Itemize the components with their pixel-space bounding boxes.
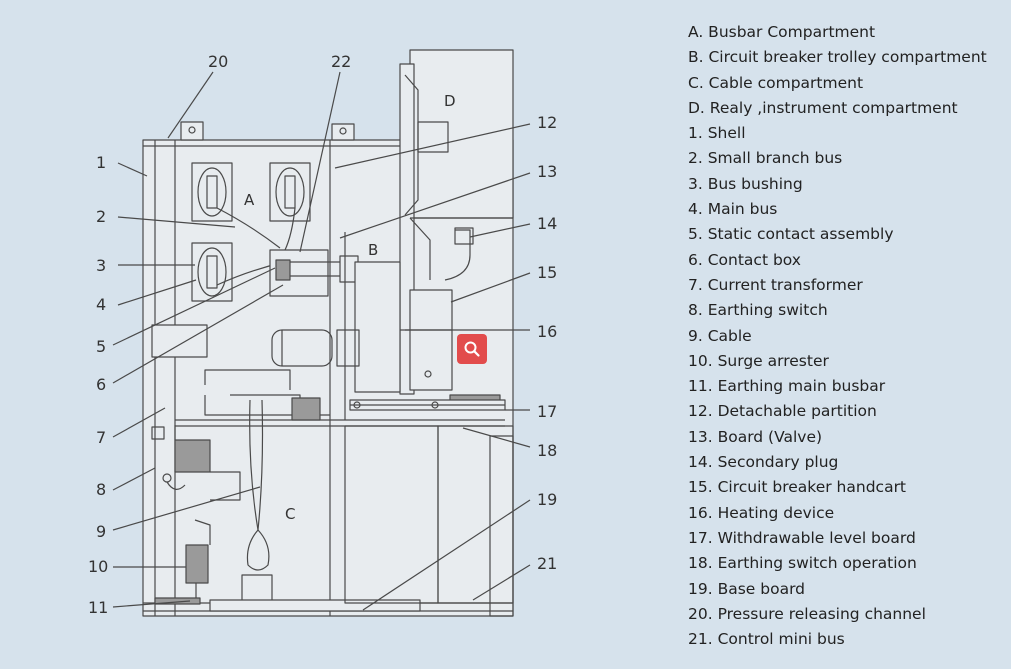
callout-number: 2 bbox=[96, 207, 106, 226]
legend-item: 15. Circuit breaker handcart bbox=[688, 478, 907, 497]
callout-number: 18 bbox=[537, 441, 557, 460]
switchgear-diagram: 20 22 12 13 14 15 16 17 18 19 21 1 2 3 4… bbox=[88, 0, 557, 617]
callout-number: 13 bbox=[537, 162, 557, 181]
compartment-letters: A B C D bbox=[244, 92, 456, 523]
magnifier-icon bbox=[464, 341, 480, 357]
legend-item: C. Cable compartment bbox=[688, 73, 864, 92]
callout-number: 12 bbox=[537, 113, 557, 132]
legend-item: 7. Current transformer bbox=[688, 275, 863, 294]
compartment-letter-c: C bbox=[285, 505, 295, 523]
earthing-switch bbox=[152, 425, 240, 500]
callout-number: 1 bbox=[96, 153, 106, 172]
zoom-button[interactable] bbox=[457, 334, 487, 364]
callout-number: 20 bbox=[208, 52, 228, 71]
callout-number: 9 bbox=[96, 522, 106, 541]
legend-item: 3. Bus bushing bbox=[688, 174, 803, 193]
callout-number: 16 bbox=[537, 322, 557, 341]
legend-item: 11. Earthing main busbar bbox=[688, 377, 886, 396]
contact-box bbox=[270, 250, 358, 296]
legend-item: 1. Shell bbox=[688, 124, 746, 143]
leader-lines bbox=[113, 72, 530, 610]
callout-number: 22 bbox=[331, 52, 351, 71]
legend-item: 12. Detachable partition bbox=[688, 402, 877, 421]
legend-item: 17. Withdrawable level board bbox=[688, 528, 916, 547]
callout-number: 19 bbox=[537, 490, 557, 509]
legend-item: 2. Small branch bus bbox=[688, 149, 843, 168]
bus-bushings bbox=[192, 163, 310, 301]
callout-number: 17 bbox=[537, 402, 557, 421]
secondary-plug bbox=[445, 230, 470, 280]
legend-item: 14. Secondary plug bbox=[688, 453, 839, 472]
legend-item: D. Realy ,instrument compartment bbox=[688, 98, 958, 117]
compartment-letter-b: B bbox=[368, 241, 378, 259]
legend-item: A. Busbar Compartment bbox=[688, 23, 876, 41]
callout-number: 7 bbox=[96, 428, 106, 447]
legend-item: 9. Cable bbox=[688, 326, 752, 345]
legend-item: 21. Control mini bus bbox=[688, 630, 845, 649]
callout-number: 15 bbox=[537, 263, 557, 282]
compartment-letter-a: A bbox=[244, 191, 255, 209]
callout-number: 5 bbox=[96, 337, 106, 356]
callout-number: 4 bbox=[96, 295, 106, 314]
legend-item: 6. Contact box bbox=[688, 250, 801, 269]
legend-item: 19. Base board bbox=[688, 579, 806, 598]
legend-item: 18. Earthing switch operation bbox=[688, 554, 917, 573]
legend-item: 20. Pressure releasing channel bbox=[688, 604, 926, 623]
callout-number: 10 bbox=[88, 557, 108, 576]
legend-item: B. Circuit breaker trolley compartment bbox=[688, 48, 987, 67]
legend-item: 10. Surge arrester bbox=[688, 351, 829, 370]
legend-item: 13. Board (Valve) bbox=[688, 427, 823, 446]
circuit-breaker-handcart bbox=[272, 262, 452, 392]
legend-item: 8. Earthing switch bbox=[688, 301, 828, 320]
legend-item: 5. Static contact assembly bbox=[688, 225, 894, 244]
callout-number: 8 bbox=[96, 480, 106, 499]
callout-number: 14 bbox=[537, 214, 557, 233]
callout-number: 6 bbox=[96, 375, 106, 394]
relay-instrument-compartment bbox=[400, 50, 513, 394]
callout-number: 11 bbox=[88, 598, 108, 617]
legend-list: A. Busbar Compartment B. Circuit breaker… bbox=[688, 20, 987, 652]
callout-number: 21 bbox=[537, 554, 557, 573]
compartment-letter-d: D bbox=[444, 92, 456, 110]
callout-labels: 20 22 12 13 14 15 16 17 18 19 21 1 2 3 4… bbox=[88, 52, 557, 617]
callout-number: 3 bbox=[96, 256, 106, 275]
legend-item: 16. Heating device bbox=[688, 503, 835, 522]
legend-item: 4. Main bus bbox=[688, 200, 778, 219]
